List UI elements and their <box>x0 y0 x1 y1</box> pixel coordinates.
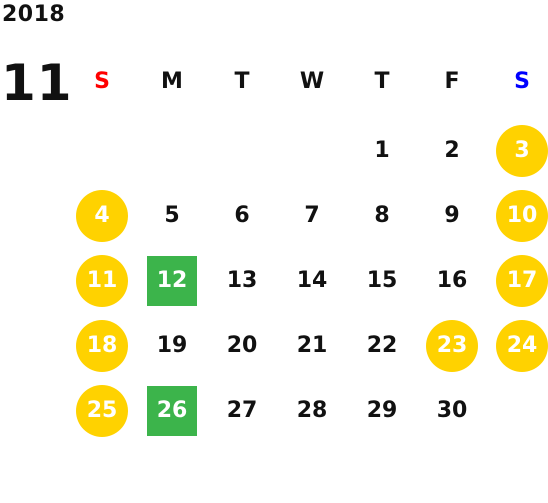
day-cell[interactable]: 26 <box>137 378 207 443</box>
day-number: 10 <box>506 202 538 228</box>
day-number: 11 <box>86 267 118 293</box>
day-cell[interactable]: 16 <box>417 248 487 313</box>
day-number: 19 <box>156 332 188 358</box>
day-number: 26 <box>156 397 188 423</box>
day-cell[interactable]: 28 <box>277 378 347 443</box>
day-cell[interactable]: 10 <box>487 183 548 248</box>
day-cell[interactable]: 23 <box>417 313 487 378</box>
day-number: 17 <box>506 267 538 293</box>
day-number: 27 <box>226 397 258 423</box>
day-cell[interactable]: 25 <box>67 378 137 443</box>
weekend-badge: 25 <box>76 384 128 437</box>
day-number: 2 <box>444 137 460 163</box>
day-number: 14 <box>296 267 328 293</box>
day-number: 20 <box>226 332 258 358</box>
day-cell[interactable]: 9 <box>417 183 487 248</box>
weekday-label: W <box>299 69 325 94</box>
weekend-badge: 23 <box>426 319 478 372</box>
calendar-year: 2018 <box>2 2 66 27</box>
day-number: 15 <box>366 267 398 293</box>
day-number: 24 <box>506 332 538 358</box>
day-cell[interactable]: 24 <box>487 313 548 378</box>
weekend-badge: 4 <box>76 189 128 242</box>
day-cell[interactable]: 22 <box>347 313 417 378</box>
day-number: 30 <box>436 397 468 423</box>
day-cell[interactable]: 2 <box>417 118 487 183</box>
day-cell[interactable]: 19 <box>137 313 207 378</box>
day-number: 22 <box>366 332 398 358</box>
day-cell[interactable]: 8 <box>347 183 417 248</box>
day-cell[interactable]: 17 <box>487 248 548 313</box>
day-number: 8 <box>374 202 390 228</box>
weekend-badge: 11 <box>76 254 128 307</box>
day-cell[interactable]: 14 <box>277 248 347 313</box>
day-cell[interactable]: 11 <box>67 248 137 313</box>
weekday-label: T <box>234 69 250 94</box>
day-number: 25 <box>86 397 118 423</box>
day-number: 4 <box>94 202 110 228</box>
day-number: 6 <box>234 202 250 228</box>
day-cell[interactable]: 30 <box>417 378 487 443</box>
weekend-badge: 18 <box>76 319 128 372</box>
holiday-badge: 12 <box>147 255 197 306</box>
weekend-badge: 17 <box>496 254 548 307</box>
weekday-label: M <box>161 69 183 94</box>
weekday-label: S <box>514 69 530 94</box>
day-cell[interactable]: 5 <box>137 183 207 248</box>
day-number: 13 <box>226 267 258 293</box>
calendar-month: 11 <box>1 54 73 112</box>
day-number: 16 <box>436 267 468 293</box>
day-number: 28 <box>296 397 328 423</box>
day-cell[interactable]: 18 <box>67 313 137 378</box>
day-number: 23 <box>436 332 468 358</box>
day-cell[interactable]: 29 <box>347 378 417 443</box>
weekend-badge: 10 <box>496 189 548 242</box>
day-number: 9 <box>444 202 460 228</box>
day-cell[interactable]: 20 <box>207 313 277 378</box>
day-number: 7 <box>304 202 320 228</box>
day-cell[interactable]: 3 <box>487 118 548 183</box>
day-number: 18 <box>86 332 118 358</box>
weekday-label: T <box>374 69 390 94</box>
day-cell[interactable]: 1 <box>347 118 417 183</box>
day-number: 21 <box>296 332 328 358</box>
holiday-badge: 26 <box>147 385 197 436</box>
weekday-label: F <box>444 69 460 94</box>
day-cell[interactable]: 13 <box>207 248 277 313</box>
day-number: 29 <box>366 397 398 423</box>
day-cell[interactable]: 6 <box>207 183 277 248</box>
weekday-label: S <box>94 69 110 94</box>
weekend-badge: 3 <box>496 124 548 177</box>
day-number: 3 <box>514 137 530 163</box>
day-cell[interactable]: 21 <box>277 313 347 378</box>
day-cell[interactable]: 15 <box>347 248 417 313</box>
day-cell[interactable]: 12 <box>137 248 207 313</box>
weekend-badge: 24 <box>496 319 548 372</box>
day-number: 5 <box>164 202 180 228</box>
day-number: 12 <box>156 267 188 293</box>
day-cell[interactable]: 7 <box>277 183 347 248</box>
day-number: 1 <box>374 137 390 163</box>
day-cell[interactable]: 4 <box>67 183 137 248</box>
day-cell[interactable]: 27 <box>207 378 277 443</box>
